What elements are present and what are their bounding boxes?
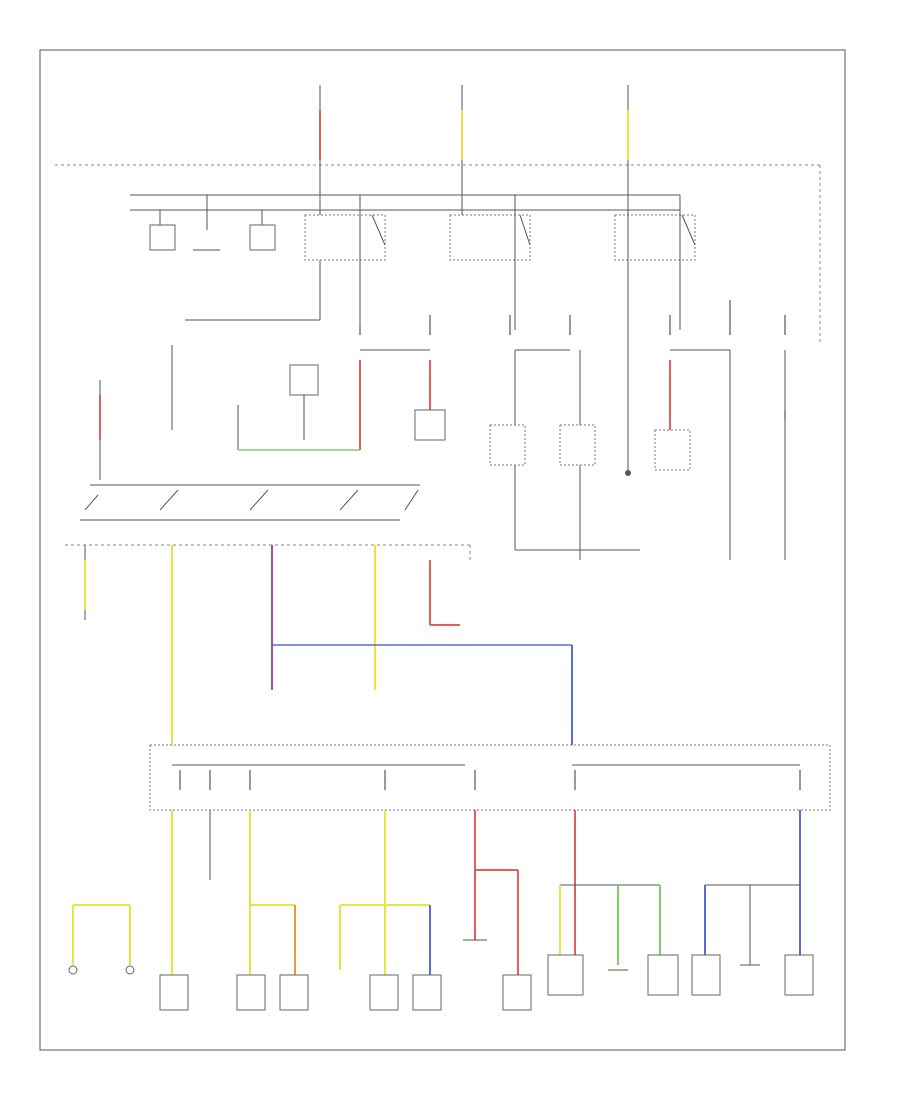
lower-fuses [172, 764, 801, 790]
lower-fuse-box [149, 744, 831, 811]
upper-fuses [359, 300, 786, 351]
right-middle-section [489, 350, 786, 560]
relay-group-3 [614, 160, 696, 470]
top-power-feeds [319, 85, 629, 160]
bottom-components [68, 939, 814, 1011]
bus-components [149, 160, 321, 321]
relay-group-1 [304, 195, 386, 330]
relay-group-2 [449, 160, 531, 330]
left-middle-section [99, 345, 446, 480]
diagram-frame [39, 49, 846, 1051]
switch-row [80, 484, 420, 521]
lower-output-wires [72, 810, 801, 975]
switch-output-wires [84, 545, 573, 745]
